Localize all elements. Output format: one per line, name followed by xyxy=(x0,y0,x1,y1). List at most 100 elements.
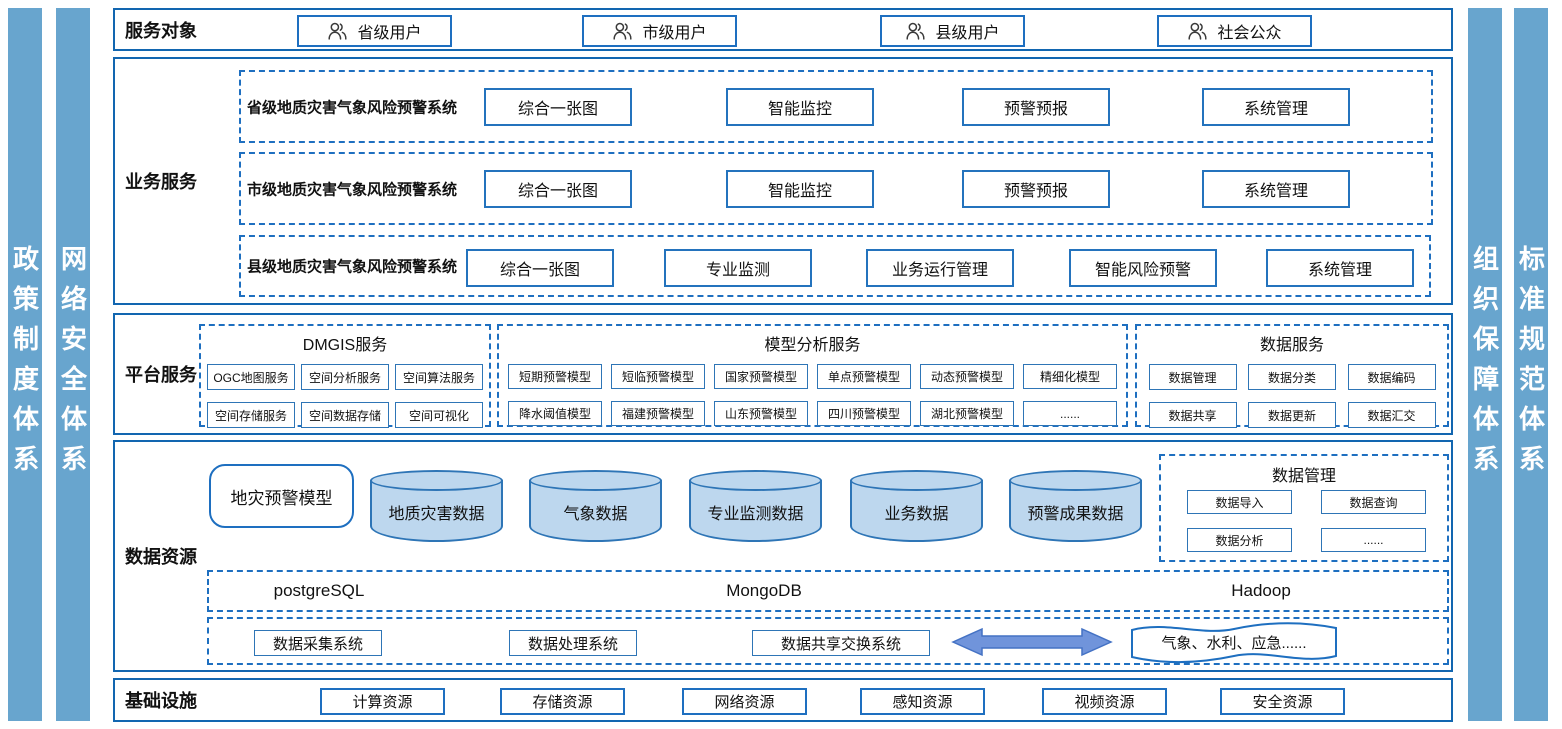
module-box: 综合一张图 xyxy=(484,170,632,208)
sidebar-policy-system: 政策制度体系 xyxy=(8,8,42,721)
user-box-label: 县级用户 xyxy=(935,25,1000,42)
external-systems-tape: 气象、水利、应急...... xyxy=(1127,620,1341,666)
group-title: DMGIS服务 xyxy=(302,337,388,354)
infra-box-video: 视频资源 xyxy=(1042,688,1167,715)
user-icon xyxy=(328,22,348,40)
module-box: 智能风险预警 xyxy=(1069,249,1217,287)
service-box: 空间可视化 xyxy=(395,402,483,428)
module-box: 综合一张图 xyxy=(466,249,614,287)
service-box: 空间存储服务 xyxy=(207,402,295,428)
infra-box-storage: 存储资源 xyxy=(500,688,625,715)
service-box: 单点预警模型 xyxy=(817,364,911,389)
cylinder-top xyxy=(529,470,662,491)
section-title: 服务对象 xyxy=(125,20,197,41)
business-row-city: 市级地质灾害气象风险预警系统 综合一张图 智能监控 预警预报 系统管理 xyxy=(239,152,1433,225)
service-box: 空间算法服务 xyxy=(395,364,483,390)
dm-box-more: ...... xyxy=(1321,528,1426,552)
user-box-public: 社会公众 xyxy=(1157,15,1312,47)
db-label-mongodb: MongoDB xyxy=(726,581,802,600)
module-box: 智能监控 xyxy=(726,170,874,208)
service-box: 山东预警模型 xyxy=(714,401,808,426)
group-title: 模型分析服务 xyxy=(764,337,861,354)
service-box: 降水阈值模型 xyxy=(508,401,602,426)
double-arrow-icon xyxy=(951,627,1113,657)
cylinder-label: 业务数据 xyxy=(884,506,949,523)
user-icon xyxy=(1188,22,1208,40)
section-infrastructure: 基础设施 计算资源 存储资源 网络资源 感知资源 视频资源 安全资源 xyxy=(113,678,1453,722)
service-box: 数据管理 xyxy=(1148,364,1237,390)
section-title: 平台服务 xyxy=(125,365,197,385)
user-box-county: 县级用户 xyxy=(880,15,1025,47)
service-box: 数据更新 xyxy=(1248,402,1336,428)
section-platform-services: 平台服务 DMGIS服务 OGC地图服务 空间分析服务 空间算法服务 空间存储服… xyxy=(113,313,1453,435)
system-box-sharing: 数据共享交换系统 xyxy=(752,630,930,656)
sidebar-network-security: 网络安全体系 xyxy=(56,8,90,721)
section-title: 数据资源 xyxy=(125,547,197,567)
section-title: 业务服务 xyxy=(125,172,197,192)
business-row-county: 县级地质灾害气象风险预警系统 综合一张图 专业监测 业务运行管理 智能风险预警 … xyxy=(239,235,1431,297)
service-box: 福建预警模型 xyxy=(611,401,705,426)
service-box: 动态预警模型 xyxy=(920,364,1014,389)
row-title: 省级地质灾害气象风险预警系统 xyxy=(247,99,458,116)
sidebar-organization-guarantee: 组织保障体系 xyxy=(1468,8,1502,721)
db-cylinder-geology: 地质灾害数据 xyxy=(370,470,503,542)
db-cylinder-meteorology: 气象数据 xyxy=(529,470,662,542)
section-data-resources: 数据资源 地灾预警模型 地质灾害数据 气象数据 专业监测数据 业务数据 预警成果… xyxy=(113,440,1453,672)
service-box: ...... xyxy=(1023,401,1117,426)
module-box: 预警预报 xyxy=(962,88,1110,126)
module-box: 专业监测 xyxy=(664,249,812,287)
cylinder-label: 专业监测数据 xyxy=(707,506,804,523)
group-model-analysis-services: 模型分析服务 短期预警模型 短临预警模型 国家预警模型 单点预警模型 动态预警模… xyxy=(497,324,1128,427)
infra-box-compute: 计算资源 xyxy=(320,688,445,715)
user-box-label: 社会公众 xyxy=(1217,25,1282,42)
cylinder-top xyxy=(689,470,822,491)
service-box: 数据编码 xyxy=(1347,364,1436,390)
service-box: 四川预警模型 xyxy=(817,401,911,426)
system-box-processing: 数据处理系统 xyxy=(509,630,637,656)
module-box: 业务运行管理 xyxy=(866,249,1014,287)
system-box-collection: 数据采集系统 xyxy=(254,630,382,656)
db-cylinder-monitoring: 专业监测数据 xyxy=(689,470,822,542)
group-dmgis-services: DMGIS服务 OGC地图服务 空间分析服务 空间算法服务 空间存储服务 空间数… xyxy=(199,324,491,428)
tape-shape-icon xyxy=(1131,622,1337,664)
service-box: 短期预警模型 xyxy=(508,364,602,389)
cylinder-top xyxy=(850,470,983,491)
module-box: 系统管理 xyxy=(1266,249,1414,287)
db-label-hadoop: Hadoop xyxy=(1231,581,1291,600)
section-service-targets: 服务对象 省级用户 市级用户 县级用户 社会公众 xyxy=(113,8,1453,51)
cylinder-label: 预警成果数据 xyxy=(1027,506,1124,523)
section-business-services: 业务服务 省级地质灾害气象风险预警系统 综合一张图 智能监控 预警预报 系统管理… xyxy=(113,57,1453,305)
user-box-label: 省级用户 xyxy=(357,25,422,42)
db-label-postgresql: postgreSQL xyxy=(273,581,365,600)
business-row-province: 省级地质灾害气象风险预警系统 综合一张图 智能监控 预警预报 系统管理 xyxy=(239,70,1433,143)
service-box: 空间数据存储 xyxy=(301,402,389,428)
user-box-city: 市级用户 xyxy=(582,15,737,47)
db-cylinder-warning-results: 预警成果数据 xyxy=(1009,470,1142,542)
module-box: 综合一张图 xyxy=(484,88,632,126)
service-box: 短临预警模型 xyxy=(611,364,705,389)
row-title: 市级地质灾害气象风险预警系统 xyxy=(247,181,458,198)
service-box: 湖北预警模型 xyxy=(920,401,1014,426)
infra-box-sensing: 感知资源 xyxy=(860,688,985,715)
cylinder-top xyxy=(370,470,503,491)
user-icon xyxy=(906,22,926,40)
cylinder-body xyxy=(1009,480,1142,542)
cylinder-top xyxy=(1009,470,1142,491)
module-box: 系统管理 xyxy=(1202,88,1350,126)
user-box-label: 市级用户 xyxy=(642,25,707,42)
group-title: 数据服务 xyxy=(1259,337,1324,354)
user-icon xyxy=(613,22,633,40)
cylinder-label: 气象数据 xyxy=(563,506,628,523)
section-title: 基础设施 xyxy=(125,691,197,711)
data-exchange-layer: 数据采集系统 数据处理系统 数据共享交换系统 气象、水利、应急...... xyxy=(207,617,1449,665)
service-box: 数据汇交 xyxy=(1347,402,1436,428)
sidebar-standards-specs: 标准规范体系 xyxy=(1514,8,1548,721)
database-layer: postgreSQL MongoDB Hadoop xyxy=(207,570,1449,612)
dm-box-query: 数据查询 xyxy=(1321,490,1426,514)
disaster-warning-model-box: 地灾预警模型 xyxy=(209,464,354,528)
service-box: 数据分类 xyxy=(1248,364,1336,390)
group-data-services: 数据服务 数据管理 数据分类 数据编码 数据共享 数据更新 数据汇交 xyxy=(1135,324,1449,428)
external-systems-label: 气象、水利、应急...... xyxy=(1161,634,1307,652)
dm-box-analysis: 数据分析 xyxy=(1187,528,1292,552)
